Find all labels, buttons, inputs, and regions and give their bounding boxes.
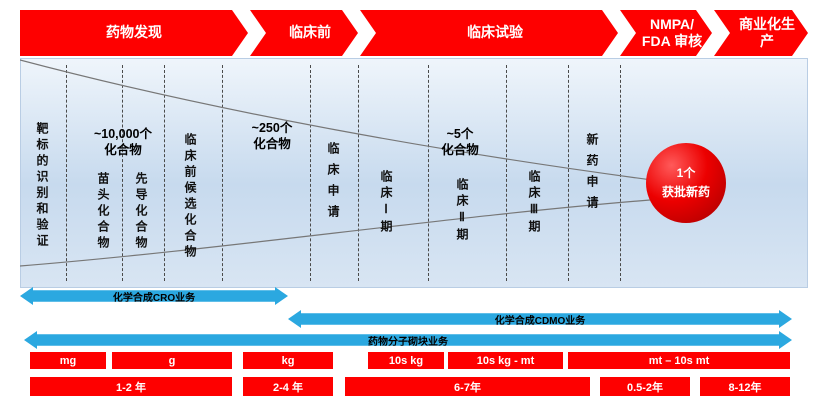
label-nda-application: 新药申请: [585, 133, 599, 217]
quantity-block-kg: kg: [243, 352, 333, 369]
funnel-curve-upper: [20, 59, 653, 181]
duration-block-2-4y: 2-4 年: [243, 377, 333, 396]
stage-arrow-preclinical: 临床前: [250, 10, 358, 56]
label-hit-compounds: 苗头化合物: [96, 172, 110, 252]
milestone-5-compounds: ~5个 化合物: [441, 127, 479, 158]
duration-block-8-12y: 8-12年: [700, 377, 790, 396]
label-phase-1: 临床Ⅰ期: [379, 170, 393, 236]
stage-divider: [310, 65, 311, 281]
funnel-curve-lower: [20, 199, 651, 267]
approved-drug-label: 获批新药: [661, 185, 710, 199]
stage-arrow-commercial-production: 商业化生 产: [714, 10, 808, 56]
duration-block-6-7y: 6-7年: [345, 377, 590, 396]
arrow-building-blocks-business: 药物分子砌块业务: [24, 331, 792, 349]
duration-block-05-2y: 0.5-2年: [600, 377, 690, 396]
stage-divider: [358, 65, 359, 281]
label-preclinical-candidate: 临床前候选化合物: [183, 133, 197, 261]
stage-arrow-drug-discovery: 药物发现: [20, 10, 248, 56]
label-phase-3: 临床Ⅲ期: [527, 170, 541, 236]
label-phase-2: 临床Ⅱ期: [455, 178, 469, 244]
quantity-block-10skg-mt: 10s kg - mt: [448, 352, 563, 369]
quantity-block-g: g: [112, 352, 232, 369]
quantity-block-mg: mg: [30, 352, 106, 369]
stage-arrow-nmpa-fda-review: NMPA/ FDA 审核: [620, 10, 712, 56]
stage-divider: [428, 65, 429, 281]
stage-divider: [122, 65, 123, 281]
stage-divider: [568, 65, 569, 281]
duration-block-1-2y: 1-2 年: [30, 377, 232, 396]
approved-drug-count: 1个: [676, 165, 696, 180]
stage-divider: [620, 65, 621, 281]
arrow-cro-business: 化学合成CRO业务: [20, 287, 288, 305]
stage-divider: [164, 65, 165, 281]
stage-divider: [222, 65, 223, 281]
label-lead-compounds: 先导化合物: [134, 172, 148, 252]
arrow-cdmo-business: 化学合成CDMO业务: [288, 310, 792, 328]
quantity-block-10skg: 10s kg: [368, 352, 444, 369]
approved-drug-circle: 1个 获批新药: [646, 143, 726, 223]
label-target-identification: 靶标的识别和验证: [35, 122, 49, 250]
stage-divider: [66, 65, 67, 281]
funnel-curves: [20, 59, 653, 267]
stage-arrow-clinical-trials: 临床试验: [360, 10, 618, 56]
quantity-block-mt-10smt: mt – 10s mt: [568, 352, 790, 369]
label-ind-application: 临床申请: [326, 142, 340, 226]
milestone-10000-compounds: ~10,000个 化合物: [93, 127, 153, 158]
stage-divider: [506, 65, 507, 281]
milestone-250-compounds: ~250个 化合物: [251, 121, 293, 152]
